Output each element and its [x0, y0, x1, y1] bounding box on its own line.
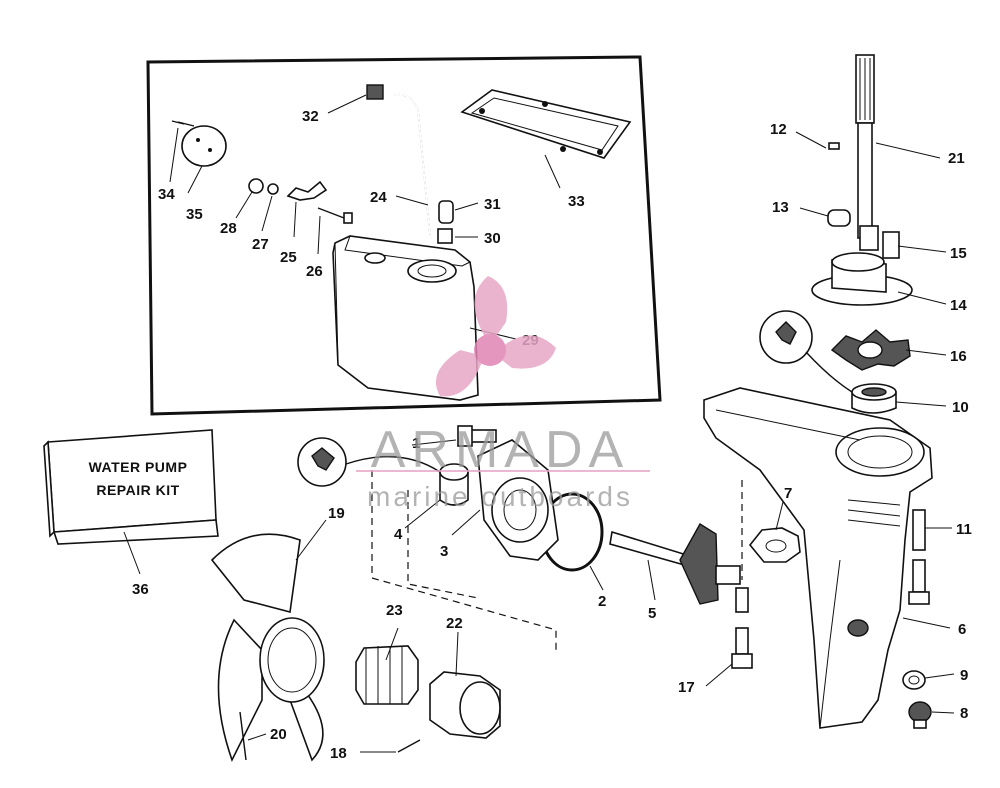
gasket-part — [460, 89, 632, 159]
label-part-2: 2 — [598, 593, 606, 610]
label-part-34: 34 — [158, 186, 175, 203]
pump-housing-part — [811, 142, 913, 306]
pin-18-part — [397, 739, 421, 753]
label-part-12: 12 — [770, 121, 787, 138]
label-part-21: 21 — [948, 150, 965, 167]
fuel-line-part — [366, 84, 454, 244]
label-part-26: 26 — [306, 263, 323, 280]
label-part-23: 23 — [386, 602, 403, 619]
watermark-brand: ARMADA — [371, 421, 629, 479]
label-part-8: 8 — [960, 705, 968, 722]
propeller-shaft-part — [609, 523, 741, 605]
assembly-guide-lines — [371, 470, 743, 650]
label-part-18: 18 — [330, 745, 347, 762]
prop-hub-part — [429, 671, 501, 739]
label-part-25: 25 — [280, 249, 297, 266]
leader-lines — [123, 94, 955, 753]
bolt-11-part — [908, 509, 930, 605]
watermark-logo — [435, 276, 556, 397]
label-part-5: 5 — [648, 605, 656, 622]
thrust-bushing-part — [355, 645, 419, 705]
bolt-1-part — [457, 425, 497, 447]
label-part-9: 9 — [960, 667, 968, 684]
bolt-17-part — [731, 587, 753, 669]
cup-part — [851, 383, 897, 414]
label-part-1: 1 — [412, 435, 420, 452]
drive-shaft-part — [855, 54, 879, 251]
small-hardware-parts — [171, 120, 353, 224]
label-part-27: 27 — [252, 236, 269, 253]
label-part-36: 36 — [132, 581, 149, 598]
impeller-part — [830, 329, 911, 371]
label-part-24: 24 — [370, 189, 387, 206]
gearcase-part — [703, 387, 933, 729]
plug-8-part — [908, 701, 932, 729]
label-part-10: 10 — [952, 399, 969, 416]
label-part-11: 11 — [956, 521, 972, 538]
label-part-7: 7 — [784, 485, 792, 502]
fuel-tank-part — [332, 235, 479, 401]
label-part-16: 16 — [950, 348, 967, 365]
label-part-28: 28 — [220, 220, 237, 237]
label-part-3: 3 — [440, 543, 448, 560]
label-part-4: 4 — [394, 526, 403, 543]
kit-box-line1: WATER PUMP — [89, 459, 188, 475]
label-part-15: 15 — [950, 245, 967, 262]
label-part-13: 13 — [772, 199, 789, 216]
detail-bubble-upper — [759, 310, 853, 393]
label-part-22: 22 — [446, 615, 463, 632]
label-part-33: 33 — [568, 193, 585, 210]
label-part-17: 17 — [678, 679, 695, 696]
kit-box-line2: REPAIR KIT — [96, 482, 179, 498]
label-part-32: 32 — [302, 108, 319, 125]
propeller-part — [210, 533, 325, 763]
watermark-tagline: marine outboards — [367, 481, 633, 512]
label-part-14: 14 — [950, 297, 967, 314]
label-part-30: 30 — [484, 230, 501, 247]
label-part-19: 19 — [328, 505, 345, 522]
kit-box — [43, 429, 219, 545]
detail-bubble-lower — [297, 437, 441, 487]
label-part-31: 31 — [484, 196, 501, 213]
inset-frame — [146, 55, 662, 416]
label-part-20: 20 — [270, 726, 287, 743]
label-part-6: 6 — [958, 621, 966, 638]
pinion-gear-part — [748, 527, 801, 563]
label-part-35: 35 — [186, 206, 203, 223]
washer-9-part — [902, 670, 926, 690]
